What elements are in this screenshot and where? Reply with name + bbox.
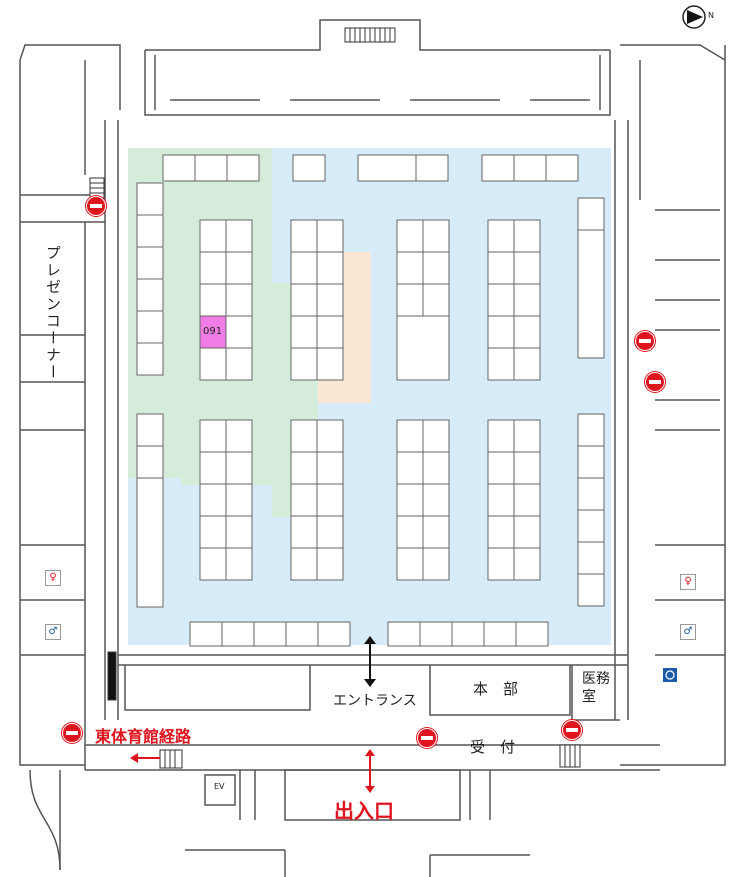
no-entry-icon bbox=[562, 720, 582, 740]
compass-label: N bbox=[708, 11, 714, 20]
no-entry-icon bbox=[86, 196, 106, 216]
toilet-male-icon: ♂ bbox=[680, 624, 696, 640]
wheelchair-icon bbox=[663, 668, 677, 682]
booth-091-highlight bbox=[199, 315, 227, 349]
toilet-female-icon: ♀ bbox=[680, 574, 696, 590]
double-arrow-icon bbox=[364, 636, 376, 687]
island-blocks bbox=[199, 219, 541, 581]
no-entry-icon bbox=[635, 331, 655, 351]
no-entry-icon bbox=[62, 723, 82, 743]
elevator-label: EV bbox=[214, 782, 225, 791]
presen-corner-label: プレゼンコーナー bbox=[44, 245, 62, 381]
no-entry-icon bbox=[417, 728, 437, 748]
east-gym-route-label[interactable]: 東体育館経路 bbox=[95, 727, 192, 746]
walls bbox=[19, 19, 726, 877]
exit-label[interactable]: 出入口 bbox=[334, 799, 394, 823]
exit-arrow bbox=[365, 749, 375, 793]
uketsuke-label: 受 付 bbox=[470, 738, 516, 756]
toilet-male-icon: ♂ bbox=[45, 624, 61, 640]
compass-north-icon bbox=[682, 5, 706, 29]
imushitsu-label: 医務 室 bbox=[582, 671, 610, 705]
honbu-label: 本 部 bbox=[473, 680, 519, 698]
toilet-female-icon: ♀ bbox=[45, 570, 61, 586]
no-entry-icon bbox=[645, 372, 665, 392]
entrance-label: エントランス bbox=[333, 693, 417, 709]
stairs bbox=[89, 27, 581, 769]
booth-number-091[interactable]: 091 bbox=[203, 326, 223, 337]
east-gym-arrow bbox=[130, 753, 160, 763]
booths bbox=[136, 154, 605, 647]
